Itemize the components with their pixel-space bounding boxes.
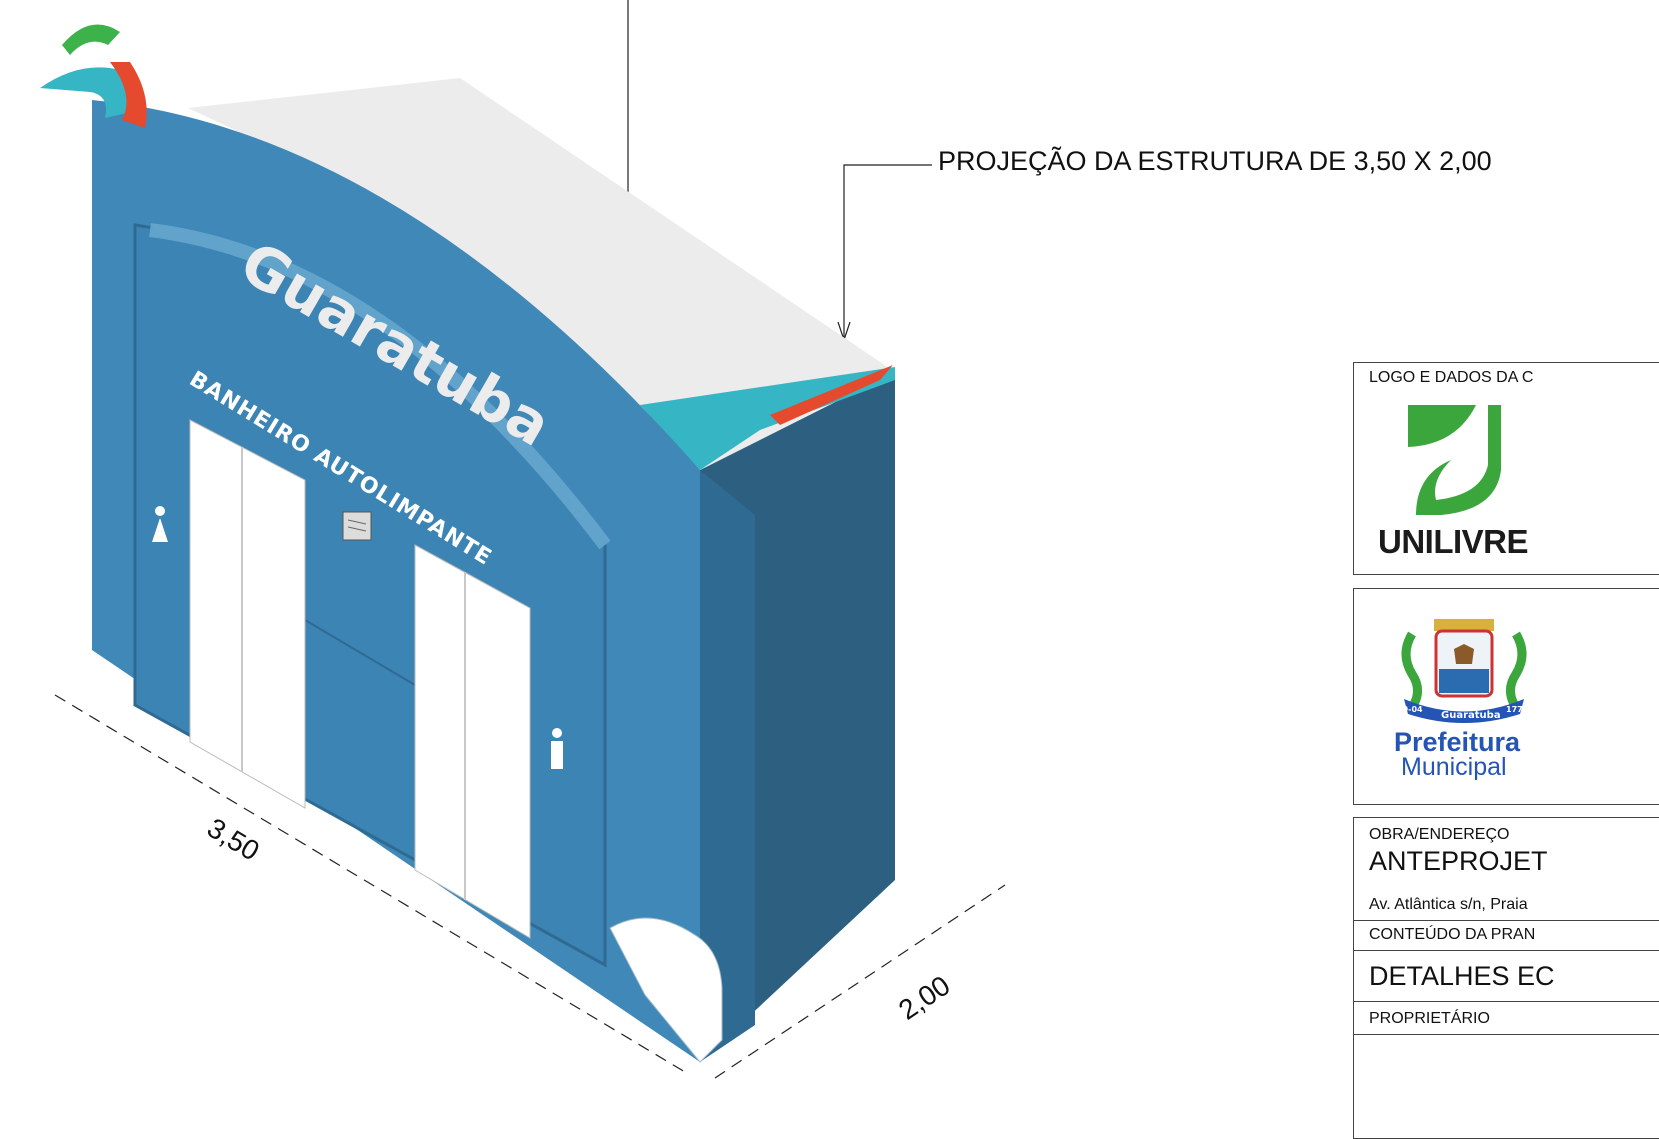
divider [1354,1034,1659,1035]
door-left [189,419,306,809]
logo-header: LOGO E DADOS DA C [1369,369,1534,386]
title-block-logo-unilivre: LOGO E DADOS DA C UNILIVRE [1353,362,1659,575]
wave-graphic [609,917,723,1063]
crest-right-text: 1771 [1506,705,1529,714]
municipal-word: Municipal [1401,753,1507,781]
leader-line-callout [843,164,932,340]
dimension-line-width [54,694,691,1076]
male-restroom-icon [551,728,563,769]
guaratuba-swirl-logo [40,24,147,128]
facade-edge [700,470,755,1062]
obra-label: OBRA/ENDEREÇO [1369,826,1510,843]
roof [188,78,895,470]
info-plate [342,511,372,541]
title-block-logo-prefeitura: 29-04 Guaratuba 1771 Prefeitura Municipa… [1353,588,1659,805]
proprietario-label: PROPRIETÁRIO [1369,1010,1490,1027]
inner-panel-arc [149,223,611,550]
divider [1354,1001,1659,1002]
conteudo-value: DETALHES EC [1369,961,1555,991]
info-plate-line [347,519,367,525]
title-block-info: OBRA/ENDEREÇO ANTEPROJET Av. Atlântica s… [1353,817,1659,1139]
conteudo-label: CONTEÚDO DA PRAN [1369,926,1536,943]
door-right [414,544,531,939]
divider [1354,950,1659,951]
panel-divider [304,619,416,686]
unilivre-name: UNILIVRE [1378,523,1529,560]
unilivre-logo-icon [1408,405,1501,515]
info-plate-line [347,526,367,532]
guaratuba-crest-icon: 29-04 Guaratuba 1771 [1397,619,1529,723]
projection-callout-label: PROJEÇÃO DA ESTRUTURA DE 3,50 X 2,00 [938,146,1492,176]
obra-value: ANTEPROJET [1369,846,1548,876]
address-text: Av. Atlântica s/n, Praia [1369,896,1528,913]
prefeitura-word: Prefeitura [1394,727,1521,757]
female-restroom-icon [152,506,168,542]
dimension-line-depth [714,884,1006,1079]
roof-accent-red [770,365,893,425]
crest-banner-text: Guaratuba [1441,710,1501,721]
crest-left-text: 29-04 [1397,705,1423,714]
divider [1354,920,1659,921]
